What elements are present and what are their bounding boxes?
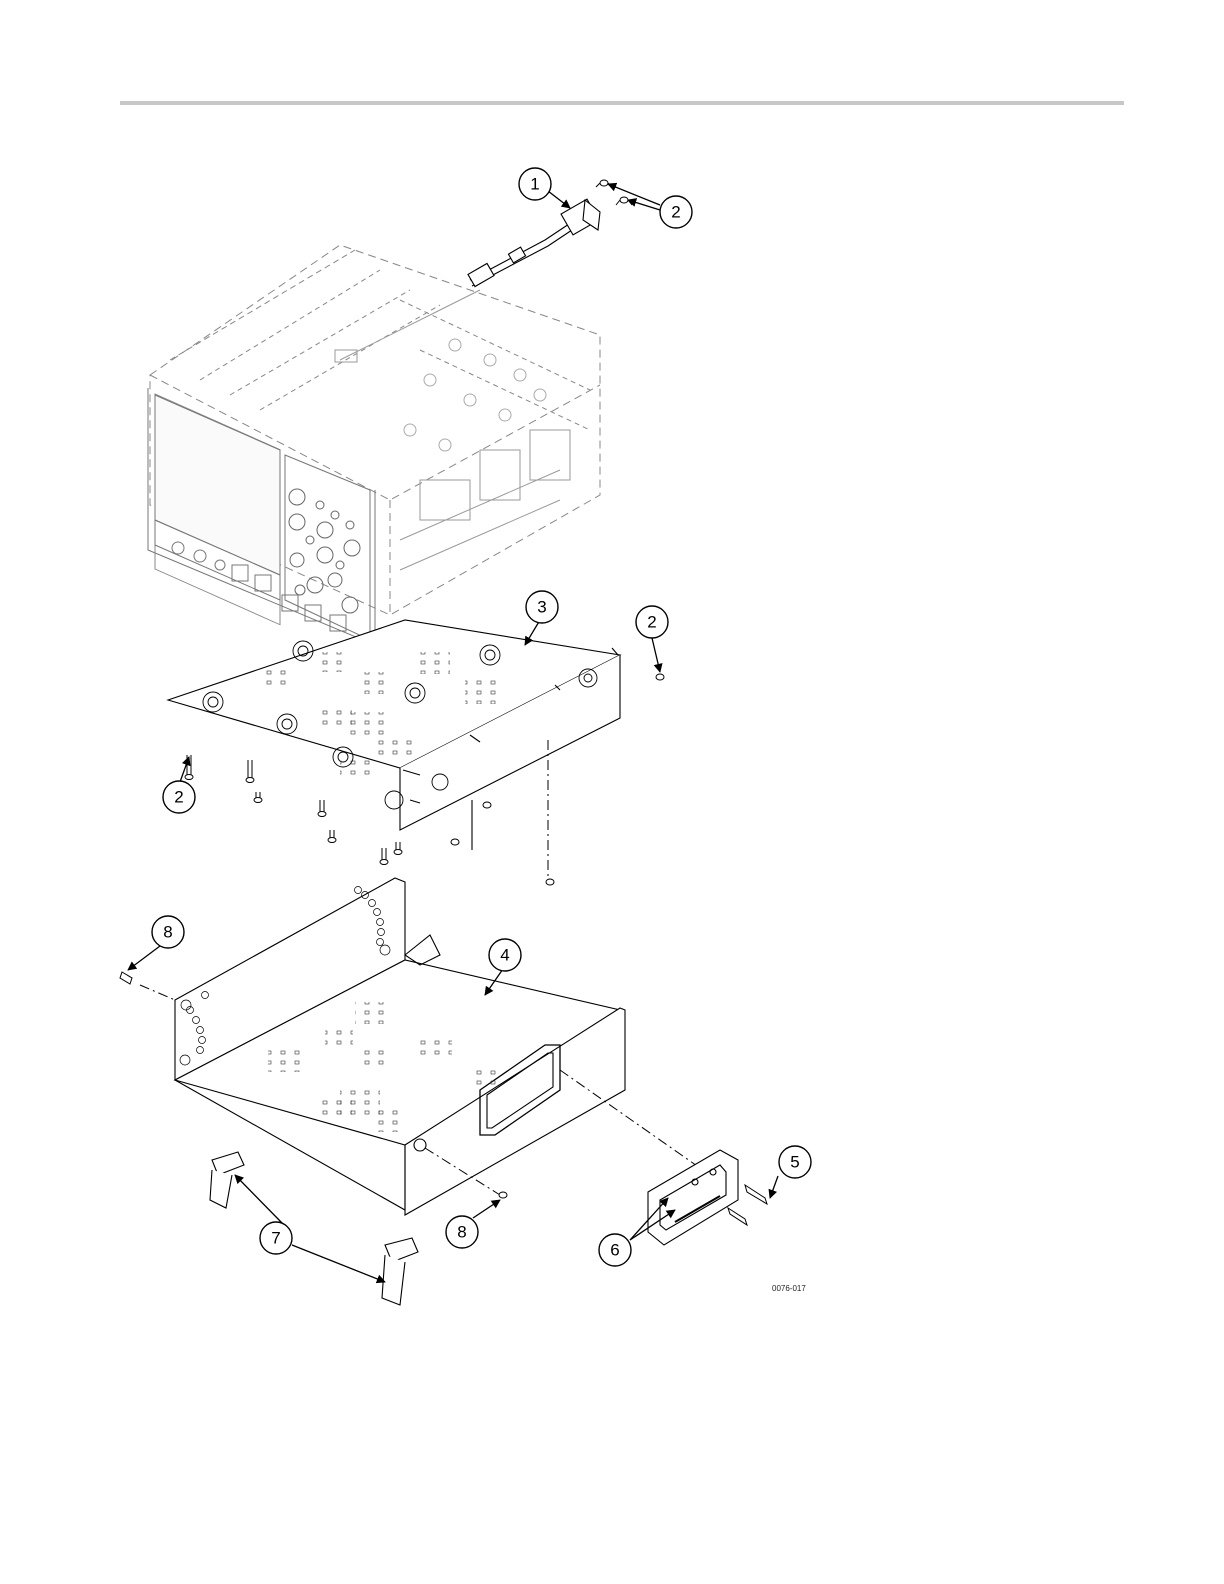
callout-label: 5 bbox=[790, 1153, 799, 1172]
callout-label: 8 bbox=[163, 923, 172, 942]
foot-icon bbox=[210, 1152, 418, 1305]
callout-label: 6 bbox=[610, 1241, 619, 1260]
callout-label: 8 bbox=[457, 1223, 466, 1242]
handle-assembly bbox=[648, 1150, 738, 1245]
callout-label: 7 bbox=[271, 1229, 280, 1248]
instrument-assembly bbox=[148, 245, 600, 645]
callout-label: 2 bbox=[647, 613, 656, 632]
callout-label: 1 bbox=[530, 175, 539, 194]
bottom-cover-plate bbox=[168, 620, 620, 850]
callout-label: 2 bbox=[174, 788, 183, 807]
figure-code: 0076-017 bbox=[772, 1284, 806, 1293]
callout-label: 3 bbox=[537, 598, 546, 617]
callout-label: 4 bbox=[500, 946, 509, 965]
screw-icon bbox=[596, 180, 632, 205]
alignment-line bbox=[560, 1070, 710, 1175]
alignment-line bbox=[140, 985, 175, 1000]
power-cable-assembly bbox=[468, 199, 600, 286]
callout-label: 2 bbox=[671, 203, 680, 222]
